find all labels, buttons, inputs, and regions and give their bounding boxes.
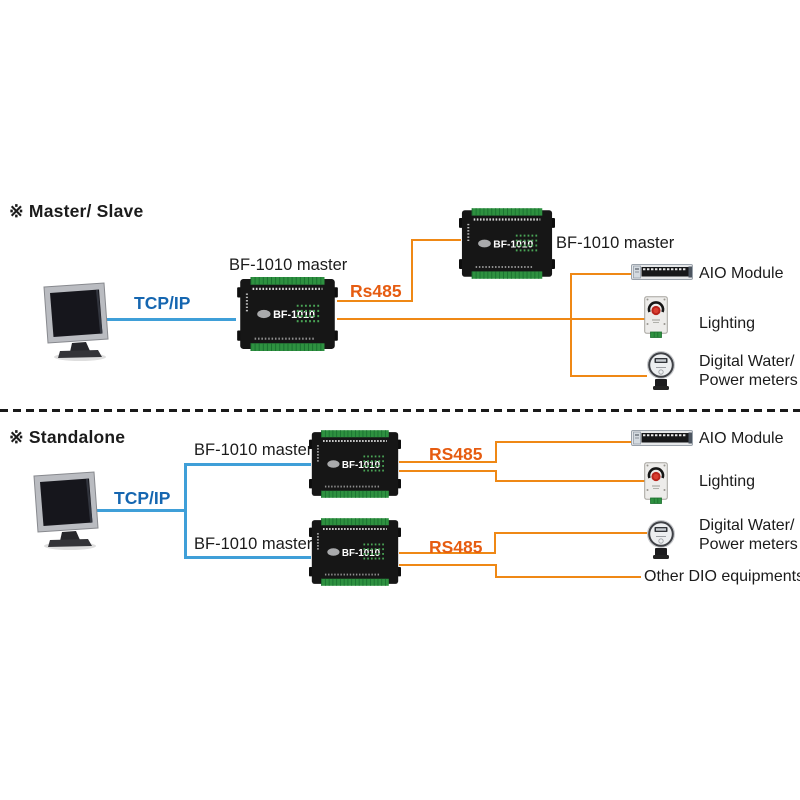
bf1010-device-icon: BF-1010 <box>459 208 555 279</box>
rs485-label-sa-top: RS485 <box>429 444 483 464</box>
lighting-label-ms: Lighting <box>699 315 756 332</box>
rs485-line-sa2-c <box>399 564 497 566</box>
rs485-distribution-vertical-ms <box>570 273 572 377</box>
aio-module-icon <box>631 430 693 446</box>
rs485-line-sa2-b <box>494 532 496 554</box>
rs485-branch-meter-ms <box>570 375 647 377</box>
tcpip-label-ms: TCP/IP <box>134 293 191 313</box>
meters-label-line1-sa: Digital Water/ <box>699 517 795 534</box>
meters-label-line2-sa: Power meters <box>699 536 798 553</box>
lighting-dimmer-icon <box>644 462 668 504</box>
bf1010-device-icon: BF-1010 <box>309 518 401 586</box>
computer-monitor-icon <box>43 282 109 361</box>
rs485-line-sa2-d <box>495 564 497 578</box>
rs485-branch-dio-sa <box>495 576 641 578</box>
master-slave-title: ※ Master/ Slave <box>9 201 144 221</box>
rs485-line-sa1-a <box>399 461 497 463</box>
rs485-line-ms-a2 <box>411 239 413 302</box>
standalone-title: ※ Standalone <box>9 427 126 447</box>
tcpip-branch-bottom-sa <box>184 556 311 559</box>
tcpip-label-sa: TCP/IP <box>114 488 171 508</box>
device-name-text: BF-1010 <box>342 460 381 471</box>
rs485-label-sa-bottom: RS485 <box>429 537 483 557</box>
meters-label-line1-ms: Digital Water/ <box>699 353 795 370</box>
rs485-branch-lighting-sa <box>495 480 645 482</box>
rs485-line-sa2-a <box>399 552 496 554</box>
rs485-line-sa1-c <box>399 470 497 472</box>
aio-module-label-ms: AIO Module <box>699 265 784 282</box>
other-dio-label-sa: Other DIO equipments <box>644 568 800 585</box>
section-divider <box>0 409 800 412</box>
master-right-label-ms: BF-1010 master <box>556 234 675 252</box>
device-name-text: BF-1010 <box>342 548 381 559</box>
rs485-line-ms-a3 <box>411 239 461 241</box>
tcpip-line-sa <box>96 509 186 512</box>
rs485-line-sa1-d <box>495 470 497 482</box>
lighting-dimmer-icon <box>644 296 668 338</box>
tcpip-line-ms <box>104 318 236 321</box>
power-meter-icon <box>647 351 675 390</box>
rs485-branch-meter-sa <box>494 532 648 534</box>
master-bottom-label-sa: BF-1010 master <box>194 535 313 553</box>
tcpip-vertical-sa <box>184 463 187 559</box>
lighting-label-sa: Lighting <box>699 473 756 490</box>
aio-module-icon <box>631 264 693 280</box>
master-left-label-ms: BF-1010 master <box>229 256 348 274</box>
aio-module-label-sa: AIO Module <box>699 430 784 447</box>
rs485-branch-aio-sa <box>495 441 632 443</box>
bf1010-device-icon: BF-1010 <box>237 277 338 351</box>
tcpip-branch-top-sa <box>184 463 311 466</box>
rs485-line-ms-b <box>337 318 645 320</box>
rs485-line-sa1-b <box>495 441 497 463</box>
meters-label-ms: Digital Water/ Power meters <box>699 352 798 390</box>
meters-label-sa: Digital Water/ Power meters <box>699 516 798 554</box>
bf1010-device-icon: BF-1010 <box>309 430 401 498</box>
rs485-branch-aio-ms <box>570 273 632 275</box>
computer-monitor-icon <box>33 471 99 550</box>
device-name-text: BF-1010 <box>493 239 533 250</box>
rs485-label-ms: Rs485 <box>350 281 402 301</box>
device-name-text: BF-1010 <box>273 309 315 321</box>
meters-label-line2-ms: Power meters <box>699 372 798 389</box>
master-top-label-sa: BF-1010 master <box>194 441 313 459</box>
rs485-line-ms-a1 <box>337 300 413 302</box>
power-meter-icon <box>647 520 675 559</box>
